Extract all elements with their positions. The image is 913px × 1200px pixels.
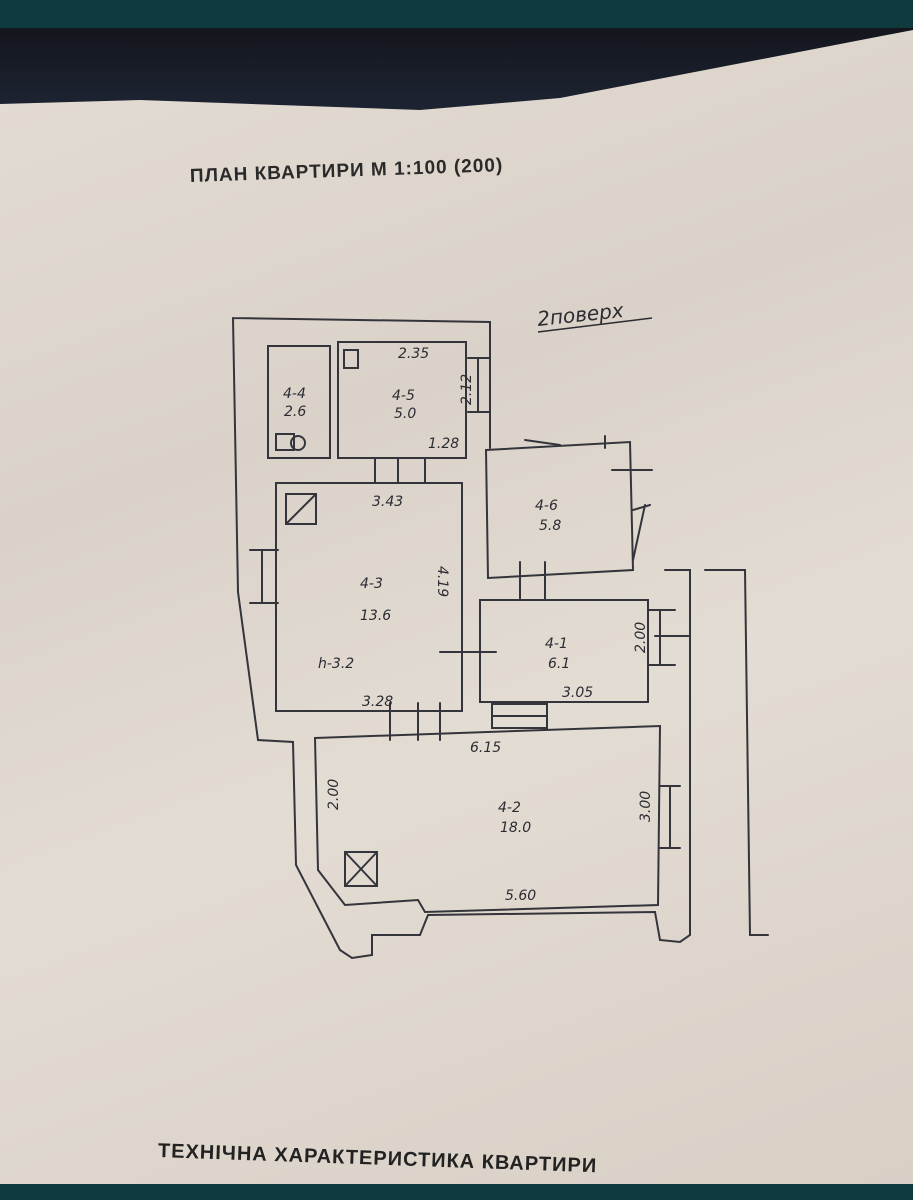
dim-3-28: 3.28: [362, 694, 393, 710]
room-4-3-code: 4-3: [360, 576, 383, 592]
dim-1-28: 1.28: [428, 436, 459, 452]
stove-fixture: [343, 349, 359, 369]
room-4-1-area: 6.1: [548, 656, 570, 672]
room-4-2-outline: [313, 724, 662, 914]
top-bar: [0, 0, 913, 28]
corridor-wall: [374, 457, 426, 483]
vent-shaft: [285, 493, 317, 525]
floor-note: 2поверх: [536, 298, 625, 331]
room-4-3-area: 13.6: [360, 608, 391, 624]
dim-4-19: 4.19: [434, 566, 450, 597]
dim-2-00-a: 2.00: [633, 622, 649, 653]
dim-3-05: 3.05: [562, 685, 593, 701]
room-4-5-code: 4-5: [392, 388, 415, 404]
outer-wall: [232, 317, 691, 960]
dim-2-12: 2.12: [459, 374, 475, 405]
dim-2-35: 2.35: [398, 346, 429, 362]
room-4-4-area: 2.6: [284, 404, 306, 420]
dim-height: h-3.2: [318, 656, 354, 672]
room-4-3-outline: [275, 482, 463, 712]
room-4-6-area: 5.8: [539, 518, 561, 534]
sink-fixture: [275, 433, 295, 451]
dim-5-60: 5.60: [505, 888, 536, 904]
dim-6-15: 6.15: [470, 740, 501, 756]
bottom-bar: [0, 1184, 913, 1200]
dim-2-00-b: 2.00: [326, 779, 342, 810]
room-4-1-outline: [479, 599, 649, 703]
right-exterior-line: [704, 569, 769, 936]
room-4-6-outline: [484, 440, 635, 580]
dim-3-43: 3.43: [372, 494, 403, 510]
room-4-5-outline: [337, 341, 467, 459]
toilet-fixture: [290, 435, 306, 451]
room-4-2-area: 18.0: [500, 820, 531, 836]
room-4-1-code: 4-1: [545, 636, 568, 652]
room-4-2-code: 4-2: [498, 800, 521, 816]
room-4-4-outline: [267, 345, 331, 459]
room-4-5-area: 5.0: [394, 406, 416, 422]
room-4-6-code: 4-6: [535, 498, 558, 514]
chimney-block: [344, 851, 378, 887]
room-4-4-code: 4-4: [283, 386, 306, 402]
dim-3-00: 3.00: [638, 791, 654, 822]
